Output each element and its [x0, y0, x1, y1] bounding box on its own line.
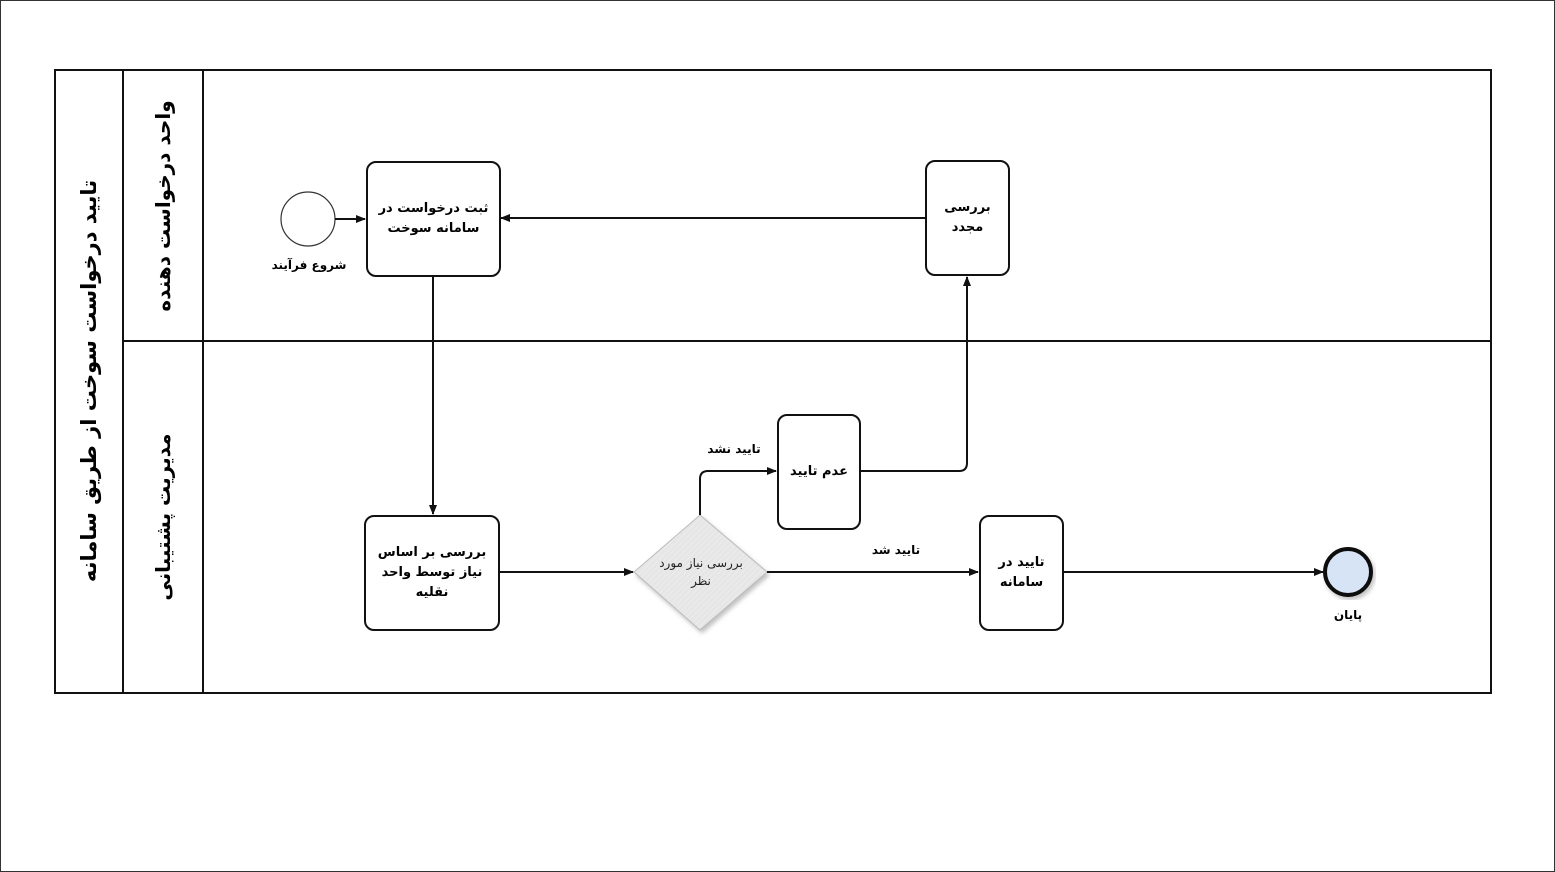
- task-approve[interactable]: تایید در سامانه: [979, 515, 1064, 631]
- pool: [54, 69, 1492, 694]
- task-label: عدم تایید: [790, 463, 848, 479]
- task-recheck[interactable]: بررسی مجدد: [925, 160, 1010, 276]
- start-event[interactable]: [280, 191, 336, 247]
- end-event[interactable]: [1323, 547, 1373, 597]
- start-event-label: شروع فرآیند: [271, 258, 347, 272]
- pool-title: تایید درخواست سوخت از طریق سامانه: [77, 179, 101, 583]
- task-label: تایید در سامانه: [998, 554, 1045, 590]
- gateway-label: بررسی نیاز مورد نظر: [659, 556, 743, 588]
- flow-gateway-to-reject: [699, 467, 777, 515]
- end-event-label: پایان: [1333, 608, 1363, 622]
- task-label: بررسی بر اساس نیاز توسط واحد نقلیه: [377, 544, 487, 601]
- task-review-need[interactable]: بررسی بر اساس نیاز توسط واحد نقلیه: [364, 515, 500, 631]
- gateway-diamond[interactable]: [633, 514, 768, 631]
- task-reject[interactable]: عدم تایید: [777, 414, 861, 530]
- task-label: بررسی مجدد: [944, 199, 991, 235]
- lane-label-support: مدیریت پشتیبانی: [151, 433, 175, 601]
- flow-reject-to-recheck: [860, 276, 971, 472]
- task-register-request[interactable]: ثبت درخواست در سامانه سوخت: [366, 161, 501, 277]
- task-label: ثبت درخواست در سامانه سوخت: [378, 200, 489, 236]
- lane-label-requester: واحد درخواست دهنده: [151, 100, 175, 312]
- flow-label-not-approved: تایید نشد: [707, 442, 761, 456]
- flow-label-approved: تایید شد: [871, 543, 921, 557]
